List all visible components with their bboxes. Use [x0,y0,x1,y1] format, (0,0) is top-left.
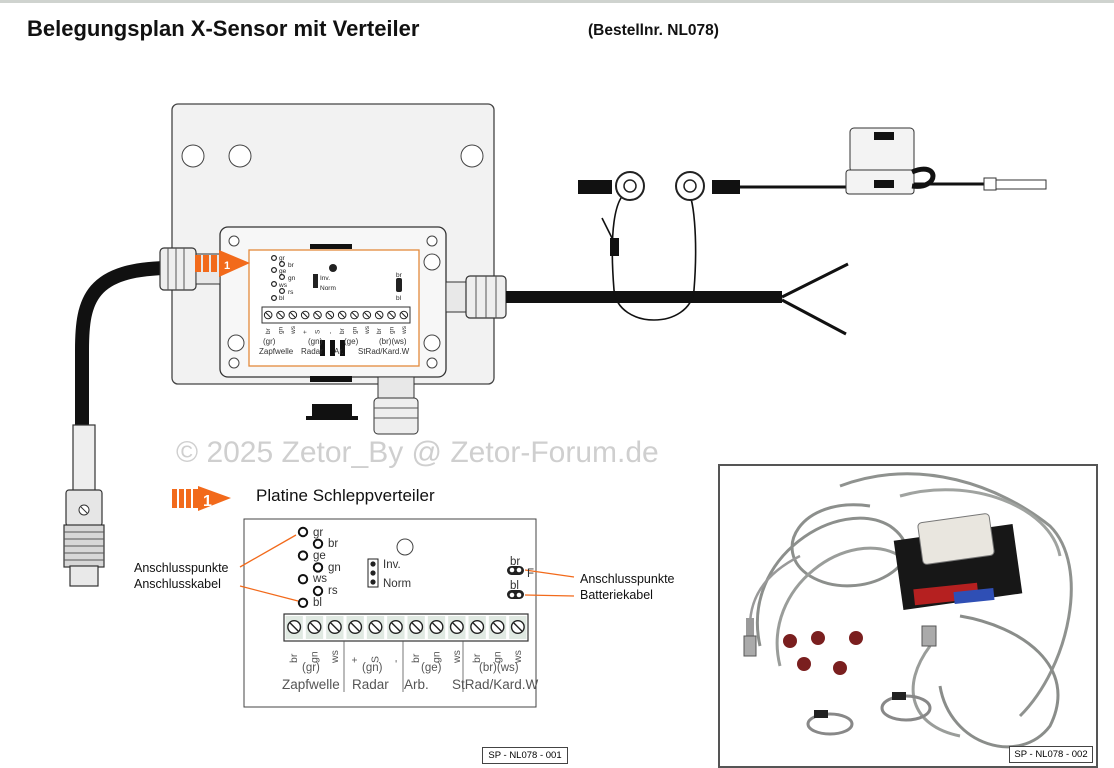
pcb-terminal-slot [351,312,358,318]
pcb-terminal-label: + [302,330,309,334]
terminal-label: ws [512,650,524,664]
pcb-terminal-label: ws [364,325,371,335]
pcb-terminal-label: gn [278,326,285,334]
pcb-terminal-slot [339,312,346,318]
platine-title: Platine Schleppverteiler [256,486,435,505]
order-number: (Bestellnr. NL078) [588,22,719,39]
watermark: © 2025 Zetor_By @ Zetor-Forum.de [176,436,659,469]
cable-gland-bottom [373,376,419,435]
sensor-connector [63,424,105,587]
terminal-screw-slot [411,622,421,632]
terminal-label: - [390,659,402,663]
terminal-label: br [471,653,483,663]
pcb-terminal-slot [363,312,370,318]
battery-pins [507,566,524,599]
fuse-loop [611,189,697,321]
terminal-screw-slot [330,622,340,632]
callout-right: Anschlusspunkte Batteriekabel [580,571,675,603]
terminal-screw-slot [493,622,502,632]
callout-left: Anschlusspunkte Anschlusskabel [134,560,229,592]
pcb-terminal-label: ws [401,325,408,335]
terminal-label: S [370,656,382,663]
pcb-terminal-slot [265,312,272,318]
terminal-screw-slot [310,622,319,632]
platine-pin [312,562,324,573]
terminal-screw-slot [472,622,482,632]
pcb-terminal-slot [302,312,309,318]
platine-pin [297,526,309,538]
callout-arrow-small [195,250,250,277]
terminal-label: br [410,653,422,663]
terminal-label: + [349,657,361,663]
platine-box [243,518,537,708]
terminal-label: gn [431,651,443,663]
sensor-cable [75,261,179,437]
reference-photo: SP - NL078 - 002 [1009,746,1093,763]
product-photo-illustration [743,472,1073,749]
pcb-terminal-label: br [376,327,383,334]
platine-pin [297,574,309,585]
pcb-terminal-label: br [265,327,272,334]
top-rule [0,0,1114,3]
platine-mounting-hole [396,538,414,556]
mounting-hole [460,144,484,168]
pcb-terminal-slot [277,312,284,318]
terminal-screw-slot [432,622,441,632]
product-photo: SP - NL078 - 002 [718,464,1098,768]
pcb-terminal-label: gn [352,326,359,334]
terminal-label: br [288,653,300,663]
pcb-terminal-label: ws [290,325,297,335]
pcb-terminal-slot [388,312,395,318]
cable-gland-right [445,275,507,319]
terminal-screw-slot [452,622,462,632]
mounting-hole [228,144,252,168]
pcb-terminal-label: br [339,327,346,334]
pcb-terminal-slot [289,312,296,318]
terminal-label: gn [309,651,321,663]
pcb-terminal-slot [376,312,383,318]
platine-pin [312,538,324,549]
terminal-label: ws [451,650,463,664]
reference-diagram: SP - NL078 - 001 [482,747,568,764]
platine-pin [297,597,309,608]
pcb-terminal-label: gn [389,326,396,334]
terminal-label: ws [329,650,341,664]
terminal-screw-slot [513,622,523,632]
callout-right-line1: Anschlusspunkte [580,572,675,586]
platine-pin [297,550,309,561]
page-title: Belegungsplan X-Sensor mit Verteiler [27,16,420,41]
pcb-pins [271,255,286,302]
terminal-label: gn [492,651,504,663]
callout-arrow-large [172,486,231,511]
terminal-screw-slot [289,622,299,632]
mounting-hole [181,144,205,168]
callout-right-line2: Batteriekabel [580,588,653,602]
platine-left-pins [297,526,324,608]
callout-left-line1: Anschlusspunkte [134,561,229,575]
terminal-screw-slot [350,622,360,632]
terminal-screw-slot [371,622,380,632]
inline-fuse-holder [845,127,936,195]
pcb-terminal-label: S [315,329,322,334]
jumper-block [367,558,379,588]
pcb-terminal-strip [261,306,411,324]
platine-pin [312,585,324,597]
pcb-terminal-slot [314,312,321,318]
callout-left-line2: Anschlusskabel [134,577,221,591]
platine-terminal-strip [283,613,529,642]
pcb-terminal-label: - [327,332,334,334]
pcb-terminal-slot [400,312,407,318]
pcb-terminal-slot [326,312,333,318]
terminal-screw-slot [391,622,401,632]
